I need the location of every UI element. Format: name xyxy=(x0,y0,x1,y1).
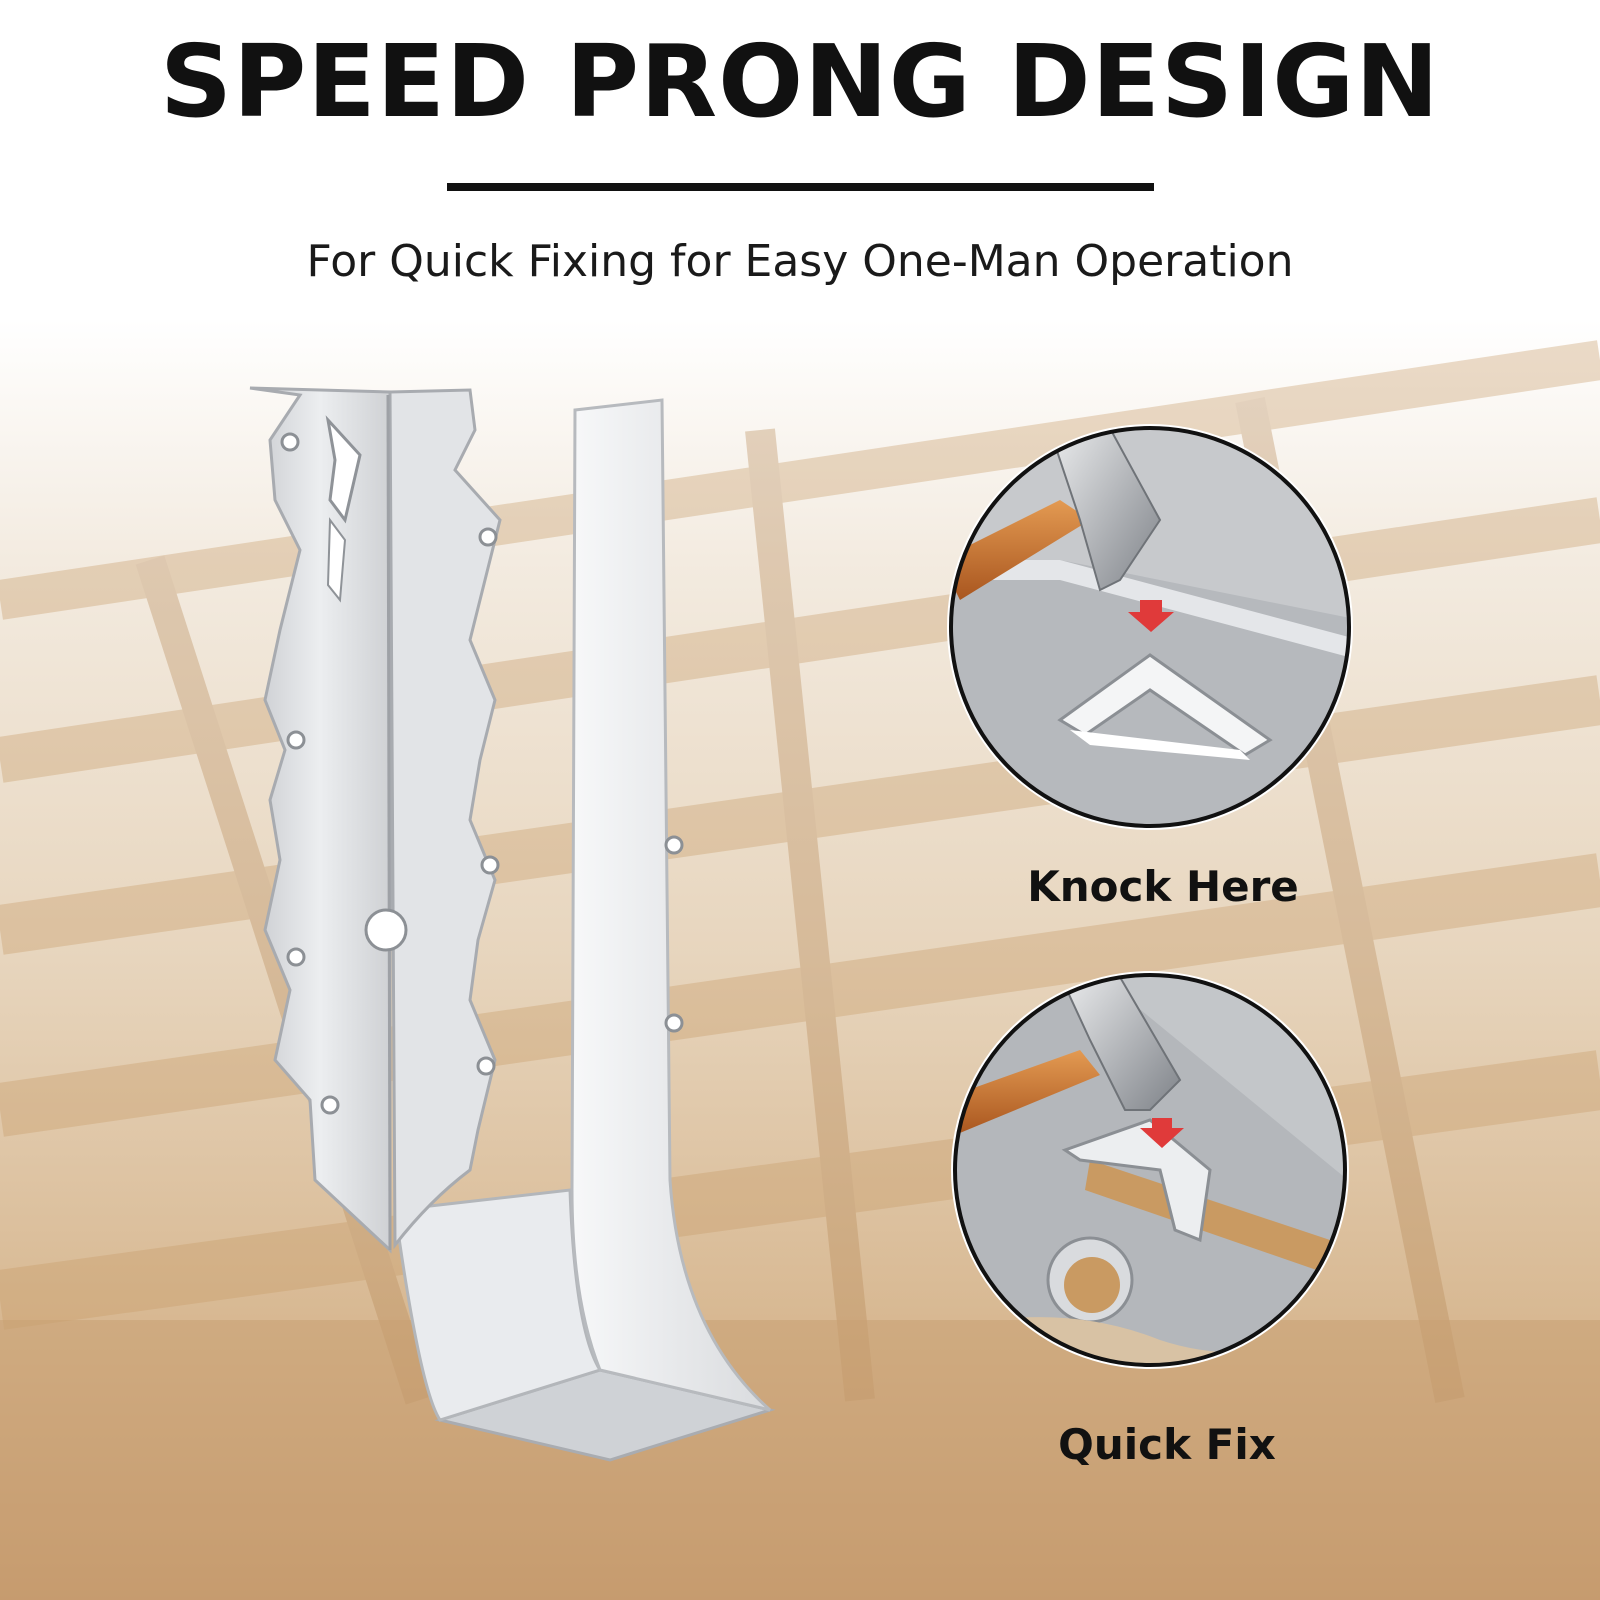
red-down-arrow-icon xyxy=(1128,600,1174,632)
page-title: SPEED PRONG DESIGN xyxy=(160,23,1440,140)
red-down-arrow-icon xyxy=(1140,1118,1184,1148)
title-divider xyxy=(447,183,1154,191)
wood-floor xyxy=(0,1320,1600,1600)
page-subtitle: For Quick Fixing for Easy One-Man Operat… xyxy=(306,236,1294,287)
knock-here-callout xyxy=(947,424,1353,830)
joist-hanger-bracket xyxy=(249,386,776,1462)
quick-fix-caption: Quick Fix xyxy=(1058,1420,1276,1469)
knock-here-caption: Knock Here xyxy=(1027,862,1299,911)
quick-fix-callout xyxy=(951,971,1349,1369)
